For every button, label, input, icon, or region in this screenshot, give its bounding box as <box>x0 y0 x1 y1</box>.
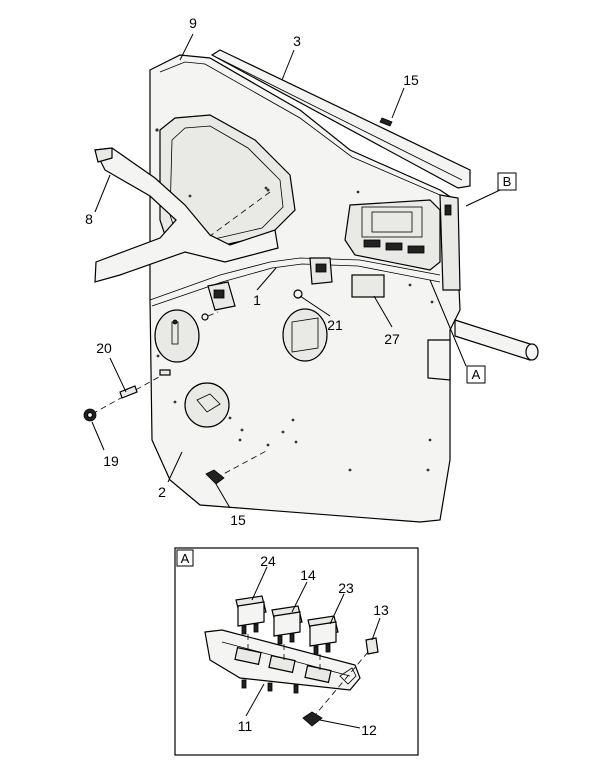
bezel-clip-13 <box>365 637 379 655</box>
panel-cutout <box>427 339 451 381</box>
callout-24: 24 <box>260 553 276 569</box>
panel-belt-line <box>149 257 441 301</box>
clip-bracket-left <box>207 281 236 311</box>
callout-23: 23 <box>338 580 354 596</box>
door-latch-clip <box>444 204 452 216</box>
bezel-opening-2 <box>268 654 296 674</box>
screw-15-upper <box>379 117 393 127</box>
label-plate <box>351 274 385 298</box>
callout-3: 3 <box>293 33 301 49</box>
svg-text:A: A <box>472 367 481 382</box>
window-switch-14 <box>271 605 303 645</box>
window-switch-24 <box>235 595 267 635</box>
callout-9: 9 <box>189 15 197 31</box>
clip-bracket-right <box>309 257 333 285</box>
view-marker-a: A <box>466 365 486 384</box>
center-access-opening <box>282 308 328 362</box>
callout-27: 27 <box>384 331 400 347</box>
clip-screw <box>201 311 219 321</box>
svg-text:A: A <box>181 551 190 566</box>
callout-14: 14 <box>300 567 316 583</box>
bezel-opening-3 <box>304 664 332 684</box>
window-seal-strip <box>210 49 471 189</box>
door-top-edge <box>159 61 441 196</box>
door-switch-bezel <box>344 199 441 271</box>
callout-20: 20 <box>96 340 112 356</box>
door-check-rod-end <box>525 343 539 361</box>
callout-2: 2 <box>158 484 166 500</box>
svg-text:B: B <box>503 174 512 189</box>
window-switch-23 <box>307 615 339 655</box>
view-marker-b: B <box>497 172 517 191</box>
stud-20 <box>119 385 138 399</box>
door-latch-pillar <box>439 194 461 291</box>
grab-handle-tip <box>94 147 113 163</box>
grab-handle <box>94 147 279 283</box>
callout-21: 21 <box>327 317 343 333</box>
callout-11: 11 <box>238 718 253 734</box>
callout-8: 8 <box>85 211 93 227</box>
door-check-rod <box>454 319 531 361</box>
screw-15-lower <box>205 469 225 485</box>
callout-1: 1 <box>253 292 261 308</box>
callout-19: 19 <box>103 453 119 469</box>
speaker-access-opening <box>154 309 200 363</box>
panel-fastener-holes <box>155 128 434 472</box>
panel-stud <box>159 369 171 376</box>
callout-15-upper: 15 <box>403 72 419 88</box>
bezel-tabs <box>241 679 299 694</box>
nut-19 <box>83 408 97 422</box>
lower-access-opening <box>184 382 230 428</box>
callout-12: 12 <box>361 722 377 738</box>
callout-15-lower: 15 <box>230 512 246 528</box>
bezel-screw-12 <box>302 711 323 727</box>
bezel-opening-1 <box>234 646 262 666</box>
detail-a-label: A <box>176 549 194 567</box>
callout-13: 13 <box>373 602 389 618</box>
